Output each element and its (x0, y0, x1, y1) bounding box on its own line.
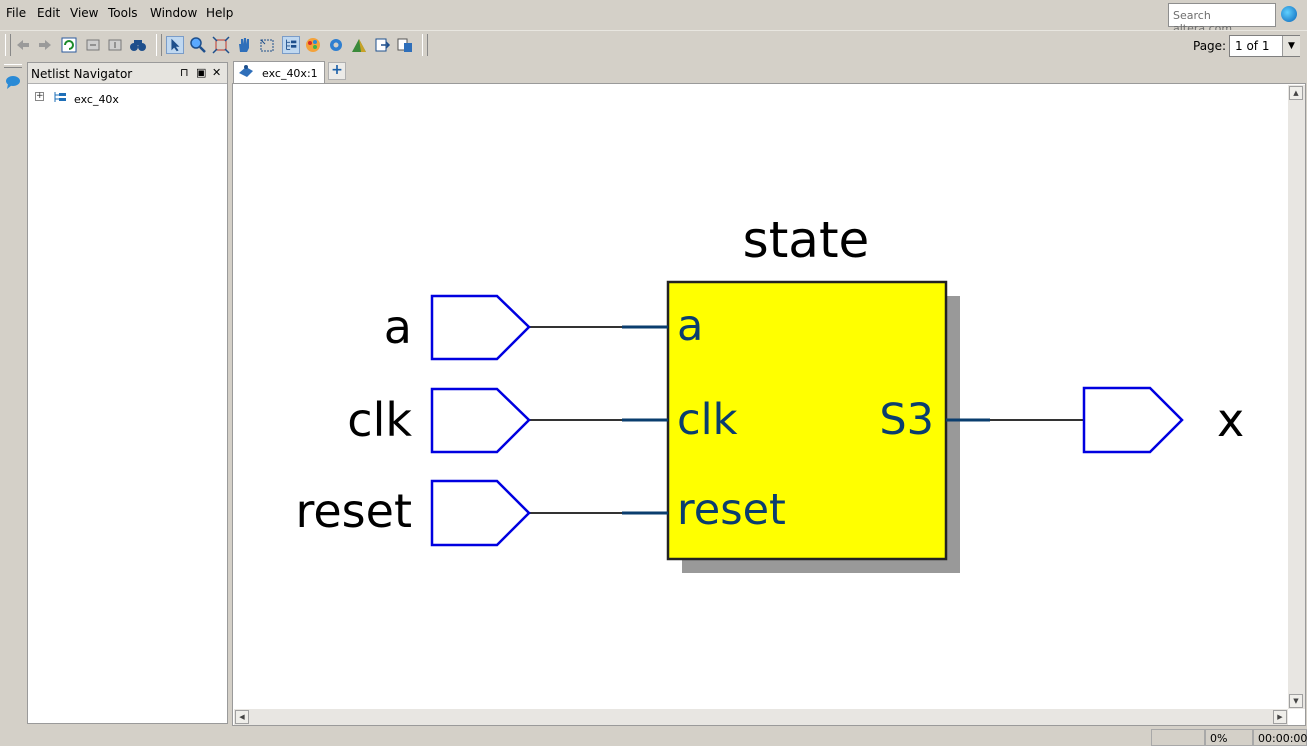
output-port-x[interactable] (1082, 386, 1184, 454)
pin-label-s3: S3 (879, 395, 934, 445)
tab-exc_40x[interactable] (233, 61, 325, 83)
status-bar (0, 727, 1307, 746)
scroll-left-icon[interactable]: ◀ (235, 710, 249, 724)
settings-icon[interactable] (327, 36, 345, 54)
add-tab-button[interactable]: + (328, 62, 346, 80)
toolbar (0, 30, 1307, 61)
instance-name: state (743, 211, 870, 269)
view-next-icon[interactable] (106, 36, 124, 54)
port-label-a: a (384, 300, 412, 354)
schematic-diagram: state a clk reset a clk reset S3 x (295, 211, 1244, 573)
menu-view[interactable]: View (70, 6, 99, 20)
refresh-icon[interactable] (60, 36, 78, 54)
area-select-icon[interactable] (258, 36, 276, 54)
port-label-reset: reset (295, 484, 412, 538)
input-port-a[interactable] (430, 294, 531, 361)
input-port-clk[interactable] (430, 387, 531, 454)
vertical-scrollbar[interactable] (1288, 85, 1305, 709)
search-input[interactable]: Search altera.com (1168, 3, 1276, 35)
filter-icon[interactable] (396, 36, 414, 54)
status-time: 00:00:00 (1253, 729, 1307, 746)
scroll-up-icon[interactable]: ▲ (1289, 86, 1303, 100)
page-label: Page: (1193, 39, 1227, 53)
netlist-navigator-panel (27, 62, 228, 724)
back-icon[interactable] (14, 36, 32, 54)
menu-tools[interactable]: Tools (108, 6, 138, 20)
chat-icon[interactable] (4, 74, 22, 90)
select-icon[interactable] (166, 36, 184, 54)
navigator-title: Netlist Navigator (31, 67, 133, 81)
menu-help[interactable]: Help (206, 6, 234, 20)
zoom-icon[interactable] (189, 36, 207, 54)
netlist-icon (239, 65, 253, 77)
globe-icon[interactable] (1281, 6, 1297, 22)
menu-window[interactable]: Window (150, 6, 198, 20)
pin-label-reset: reset (677, 485, 786, 535)
status-progress: 0% (1205, 729, 1253, 746)
port-label-x: x (1217, 393, 1244, 447)
view-prev-icon[interactable] (84, 36, 102, 54)
page-select-value: 1 of 1 (1235, 39, 1270, 53)
close-icon[interactable]: ✕ (212, 66, 222, 79)
tree-item-exc_40x[interactable]: exc_40x (74, 93, 119, 106)
chevron-down-icon[interactable]: ▼ (1282, 36, 1300, 56)
tab-bar (232, 62, 1307, 84)
status-blank (1151, 729, 1205, 746)
color-icon[interactable] (304, 36, 322, 54)
menu-bar (0, 0, 1307, 28)
left-dock-strip (0, 62, 24, 724)
input-port-reset[interactable] (430, 479, 531, 547)
pan-icon[interactable] (235, 36, 253, 54)
pin-icon[interactable]: ⊓ (180, 66, 189, 79)
scroll-right-icon[interactable]: ▶ (1273, 710, 1287, 724)
menu-edit[interactable]: Edit (37, 6, 61, 20)
horizontal-scrollbar[interactable] (234, 709, 1288, 725)
toolbar-grip[interactable] (5, 34, 11, 56)
scroll-down-icon[interactable]: ▼ (1289, 694, 1303, 708)
tab-label: exc_40x:1 (262, 67, 318, 80)
export-icon[interactable] (373, 36, 391, 54)
find-icon[interactable] (129, 36, 147, 54)
hierarchy-icon[interactable] (282, 36, 300, 54)
toolbar-grip[interactable] (422, 34, 428, 56)
menu-file[interactable]: File (6, 6, 27, 20)
navigator-header (28, 63, 227, 84)
hierarchy-icon (54, 92, 66, 102)
expand-icon[interactable]: + (35, 91, 44, 101)
dock-grip[interactable] (4, 64, 22, 68)
fit-icon[interactable] (212, 36, 230, 54)
pin-label-clk: clk (677, 395, 738, 445)
bring-icon[interactable] (350, 36, 368, 54)
port-label-clk: clk (347, 393, 412, 447)
forward-icon[interactable] (36, 36, 54, 54)
toolbar-grip[interactable] (156, 34, 162, 56)
pin-label-a: a (677, 301, 703, 351)
float-icon[interactable]: ▣ (196, 66, 207, 79)
